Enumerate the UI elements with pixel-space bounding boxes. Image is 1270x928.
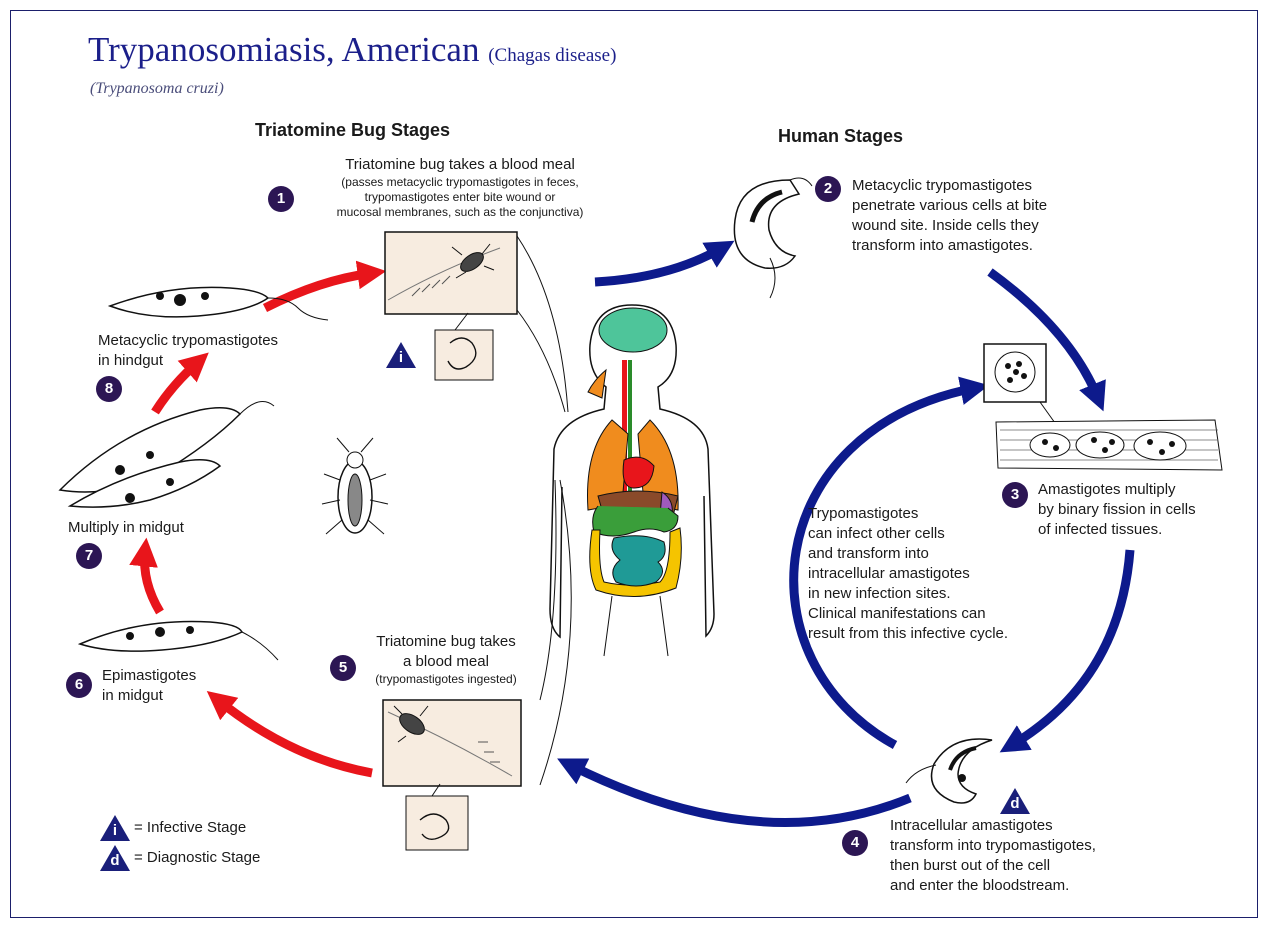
page-subtitle: (Trypanosoma cruzi) (90, 80, 224, 98)
legend-infective-marker: i (100, 815, 130, 841)
infective-stage-letter: i (386, 349, 416, 366)
legend-diagnostic-letter: d (100, 852, 130, 869)
step-5-line: a blood meal (346, 652, 546, 672)
step-6-line: in midgut (102, 686, 196, 706)
step-5-note: (trypomastigotes ingested) (346, 672, 546, 687)
reinfection-line: in new infection sites. (808, 584, 1008, 604)
triatomine-bug-drawing (322, 438, 388, 534)
step-5-text: Triatomine bug takes a blood meal (trypo… (346, 632, 546, 687)
reinfection-line: result from this infective cycle. (808, 624, 1008, 644)
reinfection-line: can infect other cells (808, 524, 1008, 544)
step-3-line: Amastigotes multiply (1038, 480, 1196, 500)
diagnostic-stage-marker: d (1000, 788, 1030, 814)
legend-infective-label: = Infective Stage (134, 818, 246, 838)
reinfection-line: intracellular amastigotes (808, 564, 1008, 584)
step-1-text: Triatomine bug takes a blood meal (passe… (290, 155, 630, 220)
arrow-3-to-4 (1012, 550, 1130, 745)
step-2-text: Metacyclic trypomastigotes penetrate var… (852, 176, 1047, 256)
step-8-line: Metacyclic trypomastigotes (98, 331, 278, 351)
page-title: Trypanosomiasis, American (Chagas diseas… (88, 30, 616, 70)
arrow-8-to-1 (265, 273, 372, 308)
step-2-badge: 2 (815, 176, 841, 202)
human-figure (550, 305, 714, 656)
step-1-line: mucosal membranes, such as the conjuncti… (290, 205, 630, 220)
step-3-line: by binary fission in cells (1038, 500, 1196, 520)
step-1-line: (passes metacyclic trypomastigotes in fe… (290, 175, 630, 190)
reinfection-line: and transform into (808, 544, 1008, 564)
step-1-line: trypomastigotes enter bite wound or (290, 190, 630, 205)
reinfection-line: Clinical manifestations can (808, 604, 1008, 624)
step-5-line: Triatomine bug takes (346, 632, 546, 652)
step-1-title: Triatomine bug takes a blood meal (290, 155, 630, 175)
step-6-line: Epimastigotes (102, 666, 196, 686)
infective-stage-marker: i (386, 342, 416, 368)
step-4-line: and enter the bloodstream. (890, 876, 1096, 896)
step-6-badge: 6 (66, 672, 92, 698)
step-2-line: transform into amastigotes. (852, 236, 1047, 256)
step-4-badge: 4 (842, 830, 868, 856)
diagnostic-stage-letter: d (1000, 795, 1030, 812)
legend-diagnostic-label: = Diagnostic Stage (134, 848, 260, 868)
step-8-badge: 8 (96, 376, 122, 402)
arrow-1-to-2 (595, 248, 722, 282)
burst-trypomastigote-drawing (906, 739, 992, 803)
trypomastigote-drawing (734, 178, 812, 298)
tissue-drawing (984, 344, 1222, 470)
step-8-line: in hindgut (98, 351, 278, 371)
bite-panel-top (385, 232, 568, 412)
step-4-line: transform into trypomastigotes, (890, 836, 1096, 856)
step-7-text: Multiply in midgut (68, 518, 184, 538)
dividing-epimastigote-drawing (60, 402, 274, 508)
section-human-stages: Human Stages (778, 126, 903, 147)
title-suffix: (Chagas disease) (488, 45, 616, 66)
reinfection-note: Trypomastigotes can infect other cells a… (808, 504, 1008, 644)
section-bug-stages: Triatomine Bug Stages (255, 120, 450, 141)
arrow-6-to-7 (145, 552, 160, 612)
step-4-line: Intracellular amastigotes (890, 816, 1096, 836)
title-main: Trypanosomiasis, American (88, 30, 479, 69)
step-6-text: Epimastigotes in midgut (102, 666, 196, 706)
step-8-text: Metacyclic trypomastigotes in hindgut (98, 331, 278, 371)
step-7-badge: 7 (76, 543, 102, 569)
step-2-line: Metacyclic trypomastigotes (852, 176, 1047, 196)
step-3-text: Amastigotes multiply by binary fission i… (1038, 480, 1196, 540)
step-2-line: wound site. Inside cells they (852, 216, 1047, 236)
step-4-line: then burst out of the cell (890, 856, 1096, 876)
legend-diagnostic-marker: d (100, 845, 130, 871)
reinfection-line: Trypomastigotes (808, 504, 1008, 524)
step-2-line: penetrate various cells at bite (852, 196, 1047, 216)
arrow-4-to-5 (570, 765, 910, 822)
epimastigote-drawing (80, 621, 278, 660)
arrow-5-to-6 (218, 700, 372, 773)
legend-infective-letter: i (100, 822, 130, 839)
step-3-line: of infected tissues. (1038, 520, 1196, 540)
step-4-text: Intracellular amastigotes transform into… (890, 816, 1096, 896)
